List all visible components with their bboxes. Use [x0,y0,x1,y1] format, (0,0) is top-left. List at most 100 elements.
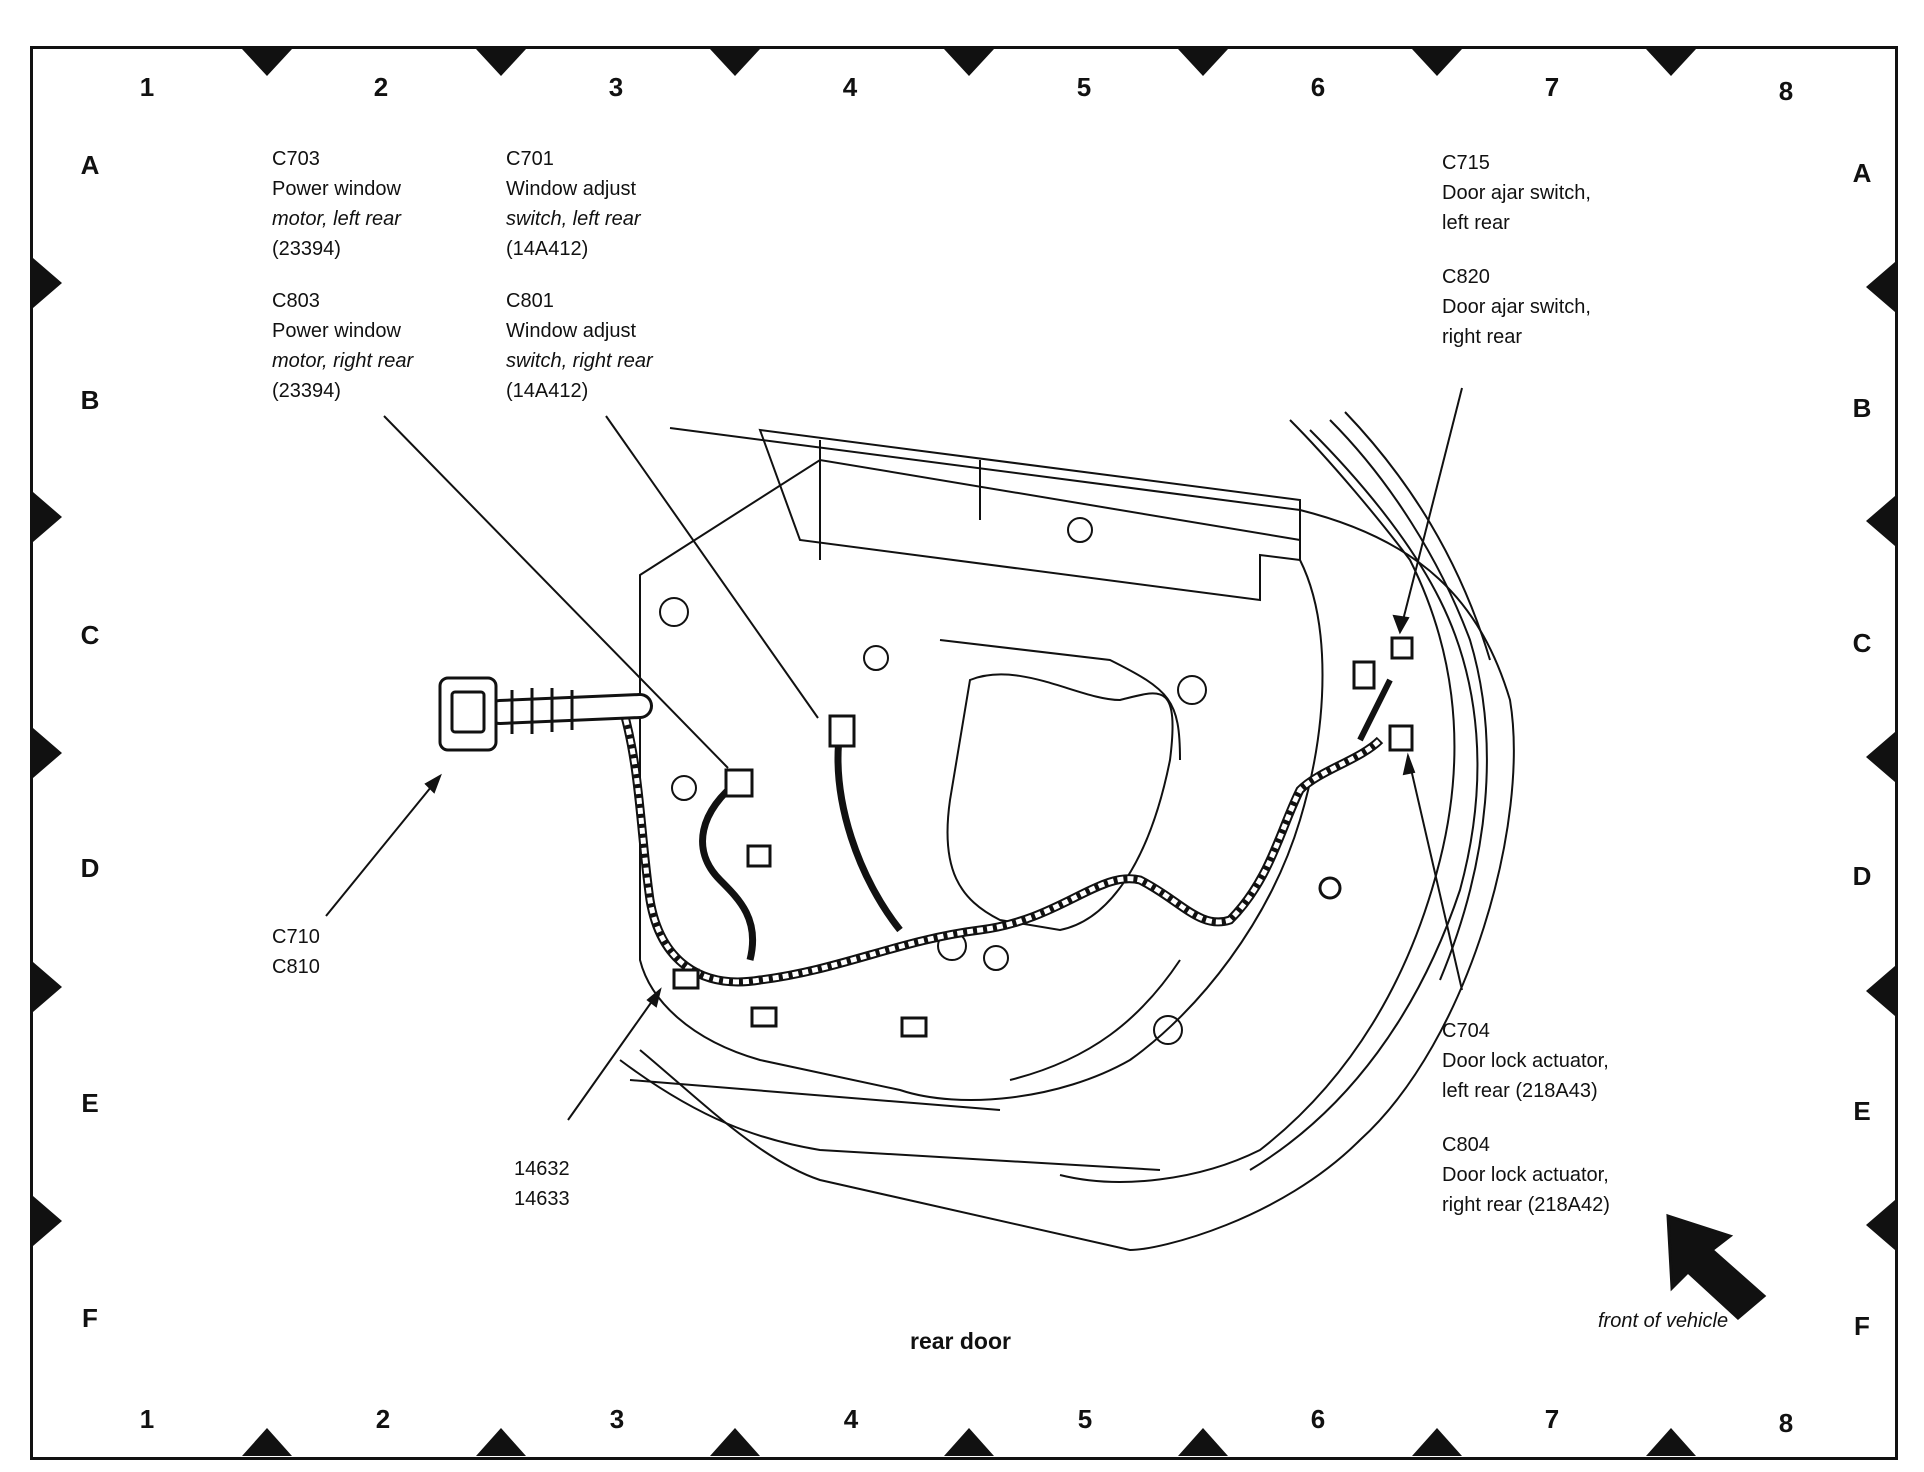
grid-marker-bottom [944,1428,994,1456]
callout-part-number: (14A412) [506,380,589,402]
door-outline [619,411,1515,1252]
grid-marker-right [1866,496,1895,546]
row-label-b-right: B [1852,393,1872,423]
grid-marker-right [1866,1200,1895,1250]
grid-marker-left [33,728,62,778]
row-label-c-left: C [80,620,100,650]
panel-ridge [939,639,1181,761]
leader-c704 [1407,755,1463,991]
harness-main [615,698,1384,987]
col-label-3-bottom: 3 [609,1404,625,1434]
col-label-2-top: 2 [373,72,389,102]
callout-desc: Window adjust [506,178,637,200]
callout-c704: C704 Door lock actuator, left rear (218A… [1442,1016,1609,1106]
col-label-2-bottom: 2 [375,1404,391,1434]
harness-clip [900,1016,928,1038]
harness-branch [699,777,757,961]
grid-marker-top [710,49,760,76]
connector-c710-face [450,690,486,734]
callout-desc: motor, right rear [272,350,414,372]
col-label-8-top: 8 [1778,76,1794,106]
lower-panel [1009,959,1181,1081]
callout-desc: Power window [272,320,401,342]
door-frame-edge [1329,419,1488,981]
callout-desc: right rear (218A42) [1442,1194,1610,1216]
arrow-shape [1666,1213,1767,1321]
callout-desc: Door ajar switch, [1442,182,1591,204]
leader-arrowhead [1402,752,1416,776]
grid-marker-top [242,49,292,76]
leader-lines [325,387,1463,1121]
grid-marker-bottom [1412,1428,1462,1456]
grid-marker-right [1866,732,1895,782]
leader-c715 [1399,387,1463,633]
connector-c703 [724,768,754,798]
wiring-harness [487,678,1393,987]
callout-code: C803 [272,290,320,312]
row-label-d-left: D [80,853,100,883]
harness-clip [672,968,700,990]
connector-c701 [828,714,856,748]
grid-marker-bottom [476,1428,526,1456]
leader-c701 [605,415,819,719]
col-label-6-top: 6 [1310,72,1326,102]
panel-hole [1067,517,1093,543]
callout-desc: left rear (218A43) [1442,1080,1598,1102]
callout-code: C801 [506,290,554,312]
grid-marker-bottom [1646,1428,1696,1456]
col-label-7-bottom: 7 [1544,1404,1560,1434]
harness-main-inner [617,699,1382,985]
callout-code: C715 [1442,152,1490,174]
callout-c715: C715 Door ajar switch, left rear [1442,148,1591,238]
grid-markers [33,49,1895,1456]
pigtail-ribs [510,688,574,734]
grid-marker-right [1866,262,1895,312]
harness-branch [1357,678,1393,742]
door-inner-panel [639,458,1324,1101]
col-label-6-bottom: 6 [1310,1404,1326,1434]
row-label-b-left: B [80,385,100,415]
callout-code: C804 [1442,1134,1490,1156]
callout-code: C703 [272,148,320,170]
callout-desc: left rear [1442,212,1510,234]
door-frame-edge [1344,411,1491,661]
leader-arrowhead [646,987,662,1008]
lower-panel [619,1059,1161,1171]
panel-hole [659,597,689,627]
harness-clip [746,844,772,868]
callout-desc: switch, left rear [506,208,641,230]
door-ajar-switch [1352,660,1376,690]
panel-hole [863,645,889,671]
callout-code: C704 [1442,1020,1490,1042]
door-bolt [1318,876,1342,900]
lower-panel [629,1079,1001,1111]
grid-marker-top [476,49,526,76]
callout-desc: Power window [272,178,401,200]
callout-desc: switch, right rear [506,350,653,372]
door-outer-edge [639,427,1515,1252]
grid-marker-top [1178,49,1228,76]
front-of-vehicle-label: front of vehicle [1598,1310,1729,1332]
grid-marker-left [33,492,62,542]
callout-desc: Door ajar switch, [1442,296,1591,318]
leader-harness [567,989,661,1121]
leader-arrowhead [1392,614,1410,635]
grid-marker-bottom [1178,1428,1228,1456]
grid-marker-left [33,1196,62,1246]
col-label-4-bottom: 4 [843,1404,859,1434]
callout-code: 14632 [514,1158,570,1180]
grommet [1153,1015,1183,1045]
callout-desc: right rear [1442,326,1523,348]
connectors [438,636,1414,1038]
grid-marker-left [33,258,62,308]
row-label-a-left: A [80,150,100,180]
panel-cutout [946,673,1174,932]
connector-c704 [1388,724,1414,752]
harness-branch [834,729,903,933]
callout-code: C820 [1442,266,1490,288]
diagram-frame [30,46,1898,1460]
leader-arrowhead [424,773,442,794]
grid-marker-top [1646,49,1696,76]
col-label-5-top: 5 [1076,72,1092,102]
